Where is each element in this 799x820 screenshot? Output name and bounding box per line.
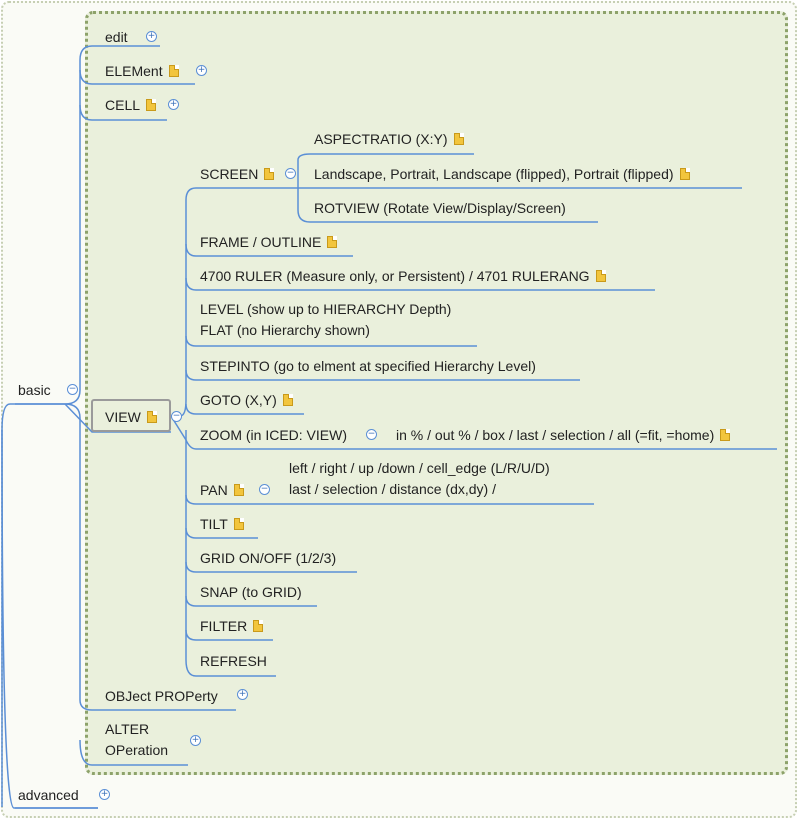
note-icon[interactable] [453, 133, 464, 145]
collapse-toggle-icon[interactable]: − [67, 384, 78, 395]
node-cell[interactable]: CELL [105, 94, 157, 116]
node-basic-label: basic [18, 381, 51, 398]
node-frame-outline[interactable]: FRAME / OUTLINE [200, 231, 338, 253]
node-basic[interactable]: basic [18, 379, 51, 401]
node-grid-label: GRID ON/OFF (1/2/3) [200, 549, 337, 566]
node-advanced[interactable]: advanced [18, 784, 79, 806]
expand-toggle-icon[interactable]: + [237, 689, 248, 700]
node-zoom-label: ZOOM (in ICED: VIEW) [200, 426, 347, 443]
node-orientation-label: Landscape, Portrait, Landscape (flipped)… [314, 165, 674, 182]
collapse-toggle-icon[interactable]: − [366, 429, 377, 440]
node-filter[interactable]: FILTER [200, 615, 264, 637]
node-pan-directions-line1: left / right / up /down / cell_edge (L/R… [289, 460, 550, 476]
collapse-toggle-icon[interactable]: − [285, 168, 296, 179]
node-level[interactable]: LEVEL (show up to HIERARCHY Depth) FLAT … [200, 299, 451, 341]
node-pan[interactable]: PAN [200, 479, 244, 501]
node-refresh[interactable]: REFRESH [200, 650, 267, 672]
node-screen[interactable]: SCREEN [200, 163, 275, 185]
node-refresh-label: REFRESH [200, 652, 267, 669]
node-pan-directions[interactable]: left / right / up /down / cell_edge (L/R… [289, 458, 550, 500]
note-icon[interactable] [720, 429, 731, 441]
basic-branch-frame [85, 11, 788, 775]
node-object-property[interactable]: OBJect PROPerty [105, 685, 218, 707]
node-zoom-options[interactable]: in % / out % / box / last / selection / … [396, 424, 731, 446]
expand-toggle-icon[interactable]: + [196, 65, 207, 76]
note-icon[interactable] [679, 168, 690, 180]
node-screen-label: SCREEN [200, 165, 259, 182]
node-orientation[interactable]: Landscape, Portrait, Landscape (flipped)… [314, 163, 690, 185]
node-rotview-label: ROTVIEW (Rotate View/Display/Screen) [314, 199, 566, 216]
node-element[interactable]: ELEMent [105, 60, 179, 82]
node-pan-directions-line2: last / selection / distance (dx,dy) / [289, 481, 496, 497]
node-alter-operation[interactable]: ALTER OPeration [105, 719, 168, 761]
node-rotview[interactable]: ROTVIEW (Rotate View/Display/Screen) [314, 197, 566, 219]
node-ruler[interactable]: 4700 RULER (Measure only, or Persistent)… [200, 265, 606, 287]
collapse-toggle-icon[interactable]: − [259, 484, 270, 495]
expand-toggle-icon[interactable]: + [146, 31, 157, 42]
node-level-label-line1: LEVEL (show up to HIERARCHY Depth) [200, 301, 452, 317]
note-icon[interactable] [264, 168, 275, 180]
node-tilt[interactable]: TILT [200, 513, 244, 535]
node-level-label-line2: FLAT (no Hierarchy shown) [200, 322, 370, 338]
node-aspectratio[interactable]: ASPECTRATIO (X:Y) [314, 128, 464, 150]
note-icon[interactable] [253, 620, 264, 632]
node-advanced-label: advanced [18, 786, 79, 803]
note-icon[interactable] [146, 411, 157, 423]
node-edit[interactable]: edit [105, 26, 128, 48]
node-view[interactable]: VIEW [105, 406, 157, 428]
node-alter-label-line2: OPeration [105, 742, 169, 758]
node-object-property-label: OBJect PROPerty [105, 687, 218, 704]
expand-toggle-icon[interactable]: + [190, 735, 201, 746]
note-icon[interactable] [168, 65, 179, 77]
note-icon[interactable] [233, 518, 244, 530]
node-frame-outline-label: FRAME / OUTLINE [200, 233, 322, 250]
selected-node-highlight [91, 399, 171, 432]
node-tilt-label: TILT [200, 515, 228, 532]
node-element-label: ELEMent [105, 62, 163, 79]
node-zoom[interactable]: ZOOM (in ICED: VIEW) [200, 424, 347, 446]
node-aspectratio-label: ASPECTRATIO (X:Y) [314, 130, 448, 147]
node-stepinto-label: STEPINTO (go to elment at specified Hier… [200, 357, 536, 374]
node-ruler-label: 4700 RULER (Measure only, or Persistent)… [200, 267, 590, 284]
note-icon[interactable] [282, 394, 293, 406]
node-zoom-options-label: in % / out % / box / last / selection / … [396, 426, 715, 443]
note-icon[interactable] [146, 99, 157, 111]
collapse-toggle-icon[interactable]: − [171, 411, 182, 422]
expand-toggle-icon[interactable]: + [168, 99, 179, 110]
node-pan-label: PAN [200, 481, 228, 498]
node-cell-label: CELL [105, 96, 141, 113]
node-goto[interactable]: GOTO (X,Y) [200, 389, 293, 411]
node-snap-label: SNAP (to GRID) [200, 583, 302, 600]
expand-toggle-icon[interactable]: + [99, 789, 110, 800]
note-icon[interactable] [233, 484, 244, 496]
node-goto-label: GOTO (X,Y) [200, 391, 277, 408]
note-icon[interactable] [327, 236, 338, 248]
node-filter-label: FILTER [200, 617, 248, 634]
note-icon[interactable] [595, 270, 606, 282]
node-view-label: VIEW [105, 408, 141, 425]
node-snap[interactable]: SNAP (to GRID) [200, 581, 302, 603]
node-stepinto[interactable]: STEPINTO (go to elment at specified Hier… [200, 355, 536, 377]
node-grid[interactable]: GRID ON/OFF (1/2/3) [200, 547, 336, 569]
node-alter-label-line1: ALTER [105, 721, 150, 737]
node-edit-label: edit [105, 28, 128, 45]
